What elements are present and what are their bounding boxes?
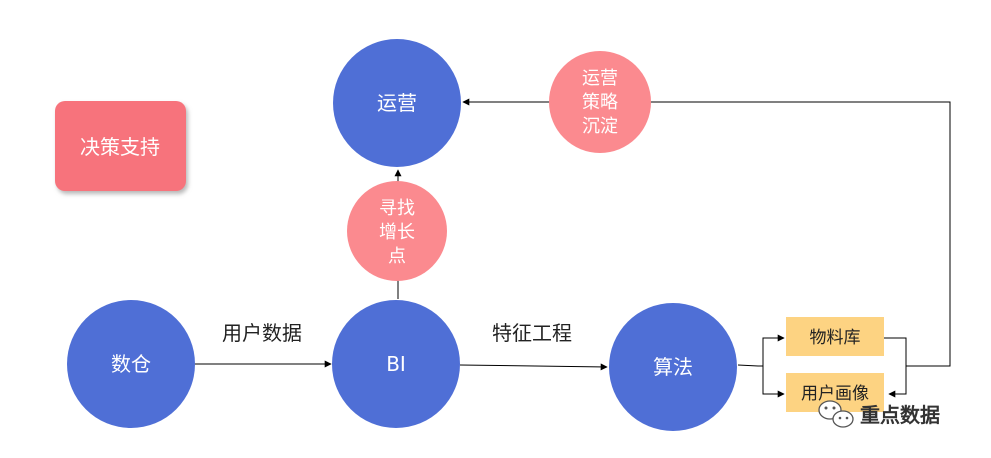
node-suanfa: 算法 — [609, 303, 737, 431]
edge-bi-suanfa — [459, 363, 608, 371]
bubble-strategy: 运营 策略 沉淀 — [549, 51, 651, 153]
node-bi-circle — [332, 300, 460, 428]
bubble-find-growth: 寻找 增长 点 — [347, 181, 447, 281]
legend-box — [55, 101, 186, 191]
node-suanfa-circle — [609, 303, 737, 431]
bubble-growth-circle — [347, 181, 447, 281]
box-material-rect — [786, 317, 884, 356]
bubble-strategy-line-3: 沉淀 — [582, 116, 618, 137]
edge-suanfa-material — [737, 334, 785, 367]
node-yunying: 运营 — [333, 39, 461, 167]
bubble-growth-line-1: 寻找 — [379, 198, 415, 219]
legend-decision-support: 决策支持 — [55, 101, 186, 191]
edge-feedback-yunying — [462, 98, 951, 367]
node-shucang: 数仓 — [67, 300, 195, 428]
legend-label: 决策支持 — [80, 135, 160, 159]
bubble-strategy-line-1: 运营 — [582, 68, 618, 89]
node-yunying-circle — [333, 39, 461, 167]
wechat-icon — [818, 400, 854, 428]
bubble-growth-line-3: 点 — [388, 246, 406, 267]
node-bi-label: BI — [386, 352, 406, 376]
node-shucang-label: 数仓 — [111, 352, 151, 376]
watermark: 重点数据 — [818, 400, 940, 428]
node-yunying-label: 运营 — [377, 91, 417, 115]
box-profile-label: 用户画像 — [801, 384, 869, 404]
node-suanfa-label: 算法 — [653, 355, 693, 379]
box-material-label: 物料库 — [810, 328, 861, 348]
bubble-strategy-line-2: 策略 — [582, 92, 618, 113]
bubble-growth-line-2: 增长 — [379, 222, 415, 243]
node-bi: BI — [332, 300, 460, 428]
watermark-text: 重点数据 — [860, 403, 940, 427]
node-shucang-circle — [67, 300, 195, 428]
box-material-library: 物料库 — [786, 317, 884, 356]
edge-label-user-data: 用户数据 — [222, 321, 302, 345]
edge-box-bracket — [884, 337, 907, 398]
edge-suanfa-profile — [762, 366, 785, 398]
bubble-strategy-circle — [549, 51, 651, 153]
edge-label-feature-eng: 特征工程 — [492, 321, 572, 345]
